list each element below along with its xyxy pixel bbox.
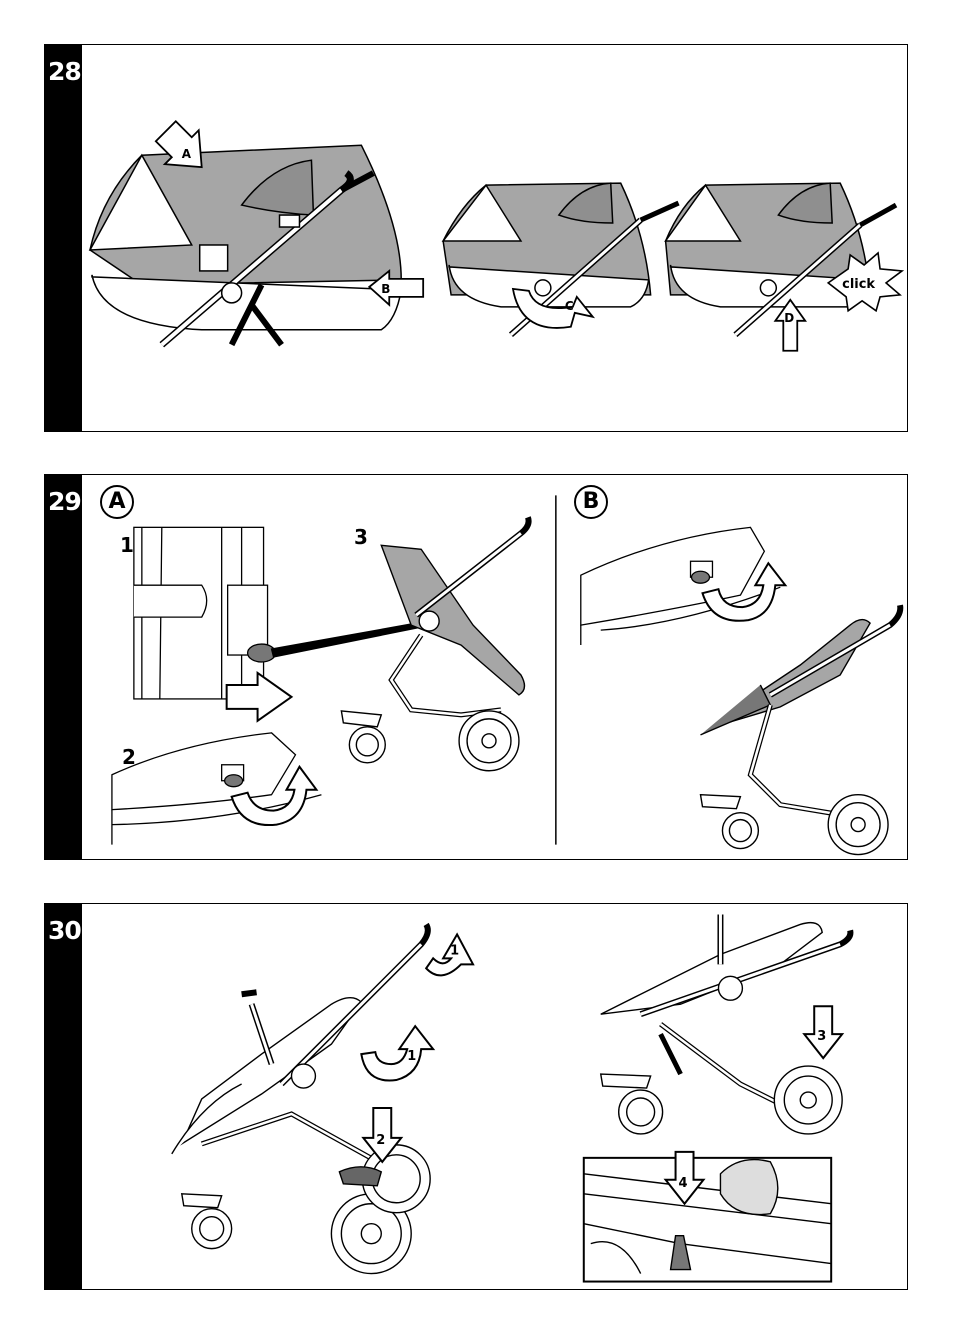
- step-30-panel: 30: [44, 903, 908, 1290]
- step-29-illustration: A B 1 2 3: [82, 475, 907, 859]
- step-sidebar: 29: [45, 475, 82, 859]
- arrow-label-4: 4: [679, 1176, 688, 1191]
- arrow-label-3: 3: [817, 1029, 826, 1044]
- fold-stroller-drawing: 1 1 2: [82, 904, 907, 1289]
- arrow-label-2: 2: [376, 1133, 385, 1148]
- carrycot-removal-drawing: A B C: [82, 45, 907, 431]
- detail-latch-b: [581, 527, 781, 645]
- inset-lock-detail: [584, 1158, 831, 1282]
- stroller-seat-rear-facing: [701, 605, 901, 854]
- stroller-folding-left: [172, 924, 430, 1273]
- arrow-label-1b: 1: [407, 1049, 416, 1064]
- carrycot-large: [90, 145, 401, 345]
- arrow-label-1a: 1: [450, 943, 459, 958]
- step-number: 29: [48, 487, 81, 516]
- seat-unit-drawing: [82, 475, 907, 859]
- rotate-arrow-1-lower-icon: [361, 1026, 433, 1080]
- step-28-illustration: A B C: [82, 45, 907, 431]
- label-click: click: [842, 277, 875, 292]
- step-28-panel: 28 A: [44, 44, 908, 432]
- step-30-illustration: 1 1 2: [82, 904, 907, 1289]
- step-number: 28: [48, 57, 81, 86]
- stroller-folded-right: [601, 914, 851, 1133]
- label-c: C: [565, 299, 574, 313]
- step-29-panel: 29 A B 1 2 3: [44, 474, 908, 860]
- label-d: D: [784, 311, 794, 325]
- step-sidebar: 28: [45, 45, 82, 431]
- label-b: B: [381, 282, 390, 296]
- step-sidebar: 30: [45, 904, 82, 1289]
- step-number: 30: [48, 916, 81, 945]
- detail-frame-closeup: [134, 527, 421, 699]
- stroller-seat-forward: [341, 517, 528, 770]
- label-a: A: [182, 147, 192, 161]
